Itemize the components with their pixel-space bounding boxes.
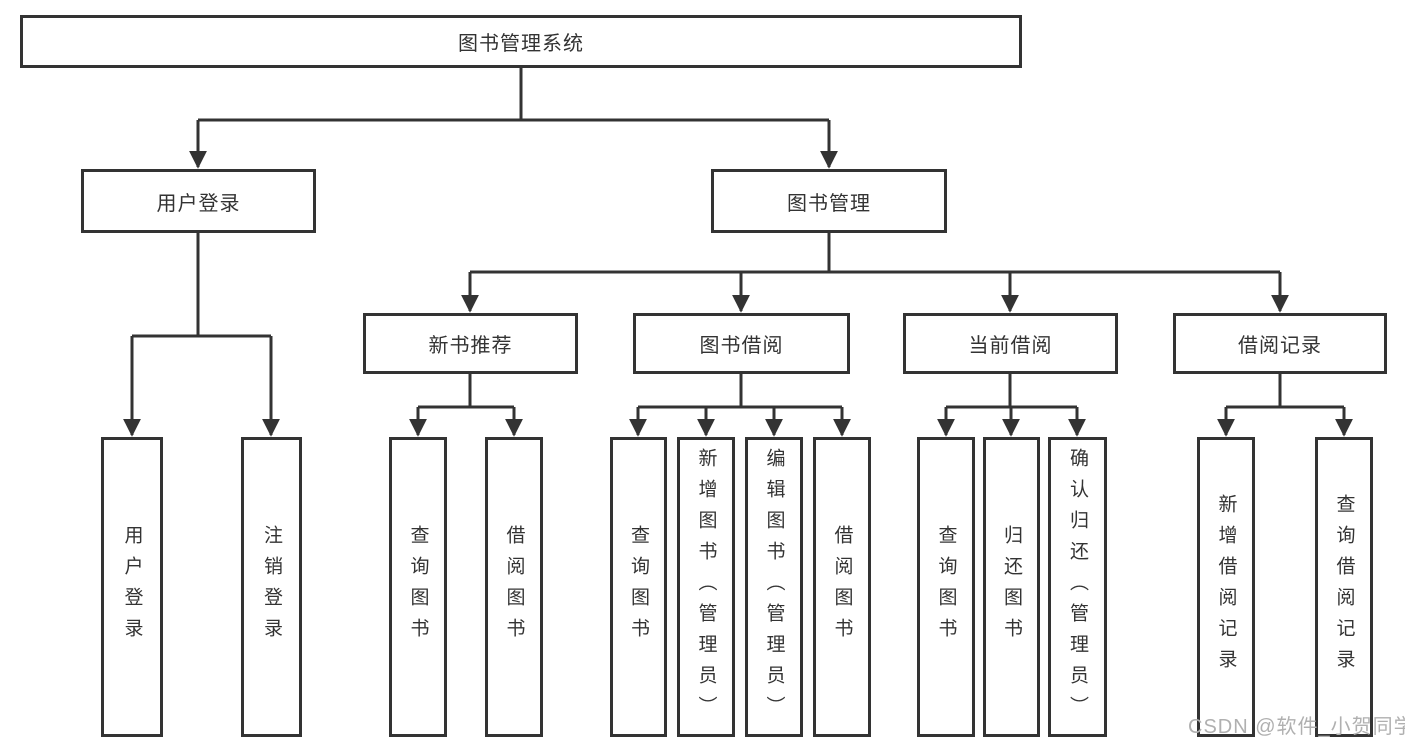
leaf-query-book-current-label: 查询图书: [935, 525, 957, 649]
leaf-logout-login-label: 注销登录: [261, 525, 282, 649]
leaf-confirm-return-admin-label: 确认归还（管理员）: [1067, 447, 1088, 727]
leaf-add-borrow-record: 新增借阅记录: [1197, 437, 1255, 737]
leaf-confirm-return-admin: 确认归还（管理员）: [1048, 437, 1107, 737]
node-current-borrow: 当前借阅: [903, 313, 1118, 374]
connector-current-borrow-children: [937, 374, 1086, 437]
leaf-query-borrow-record: 查询借阅记录: [1315, 437, 1373, 737]
leaf-edit-book-admin-label: 编辑图书（管理员）: [763, 447, 785, 727]
node-user-login-label: 用户登录: [156, 192, 241, 215]
node-root-label: 图书管理系统: [458, 33, 584, 55]
node-root: 图书管理系统: [20, 15, 1022, 68]
connector-root-to-level2: [189, 67, 838, 169]
leaf-query-book-borrow: 查询图书: [610, 437, 667, 737]
node-book-management: 图书管理: [711, 169, 947, 233]
leaf-return-book: 归还图书: [983, 437, 1040, 737]
csdn-watermark: CSDN @软件_小贺同学: [1188, 716, 1405, 738]
leaf-query-book-recommend: 查询图书: [389, 437, 447, 737]
node-book-management-label: 图书管理: [787, 192, 871, 215]
node-book-borrow: 图书借阅: [633, 313, 850, 374]
leaf-query-borrow-record-label: 查询借阅记录: [1333, 494, 1355, 680]
leaf-query-book-current: 查询图书: [917, 437, 975, 737]
leaf-borrow-book: 借阅图书: [813, 437, 871, 737]
connector-book-mgmt-children: [461, 233, 1289, 313]
node-borrow-records-label: 借阅记录: [1238, 335, 1322, 357]
connector-book-borrow-children: [629, 374, 851, 437]
leaf-user-login: 用户登录: [101, 437, 163, 737]
leaf-add-book-admin-label: 新增图书（管理员）: [695, 447, 717, 727]
node-user-login: 用户登录: [81, 169, 316, 233]
node-new-book-recommend-label: 新书推荐: [428, 335, 513, 357]
leaf-edit-book-admin: 编辑图书（管理员）: [745, 437, 803, 737]
leaf-user-login-label: 用户登录: [121, 525, 143, 649]
leaf-add-book-admin: 新增图书（管理员）: [677, 437, 735, 737]
node-new-book-recommend: 新书推荐: [363, 313, 578, 374]
leaf-logout-login: 注销登录: [241, 437, 302, 737]
leaf-return-book-label: 归还图书: [1001, 525, 1022, 649]
node-book-borrow-label: 图书借阅: [699, 335, 784, 357]
leaf-query-book-recommend-label: 查询图书: [407, 525, 429, 649]
connector-borrow-records-children: [1217, 374, 1353, 437]
leaf-borrow-book-recommend: 借阅图书: [485, 437, 543, 737]
connector-new-book-recommend-children: [409, 374, 523, 437]
leaf-borrow-book-label: 借阅图书: [831, 525, 853, 649]
leaf-query-book-borrow-label: 查询图书: [628, 525, 649, 649]
leaf-add-borrow-record-label: 新增借阅记录: [1215, 494, 1237, 680]
connector-user-login-children: [123, 233, 280, 437]
leaf-borrow-book-recommend-label: 借阅图书: [503, 525, 525, 649]
node-borrow-records: 借阅记录: [1173, 313, 1387, 374]
node-current-borrow-label: 当前借阅: [968, 335, 1053, 357]
